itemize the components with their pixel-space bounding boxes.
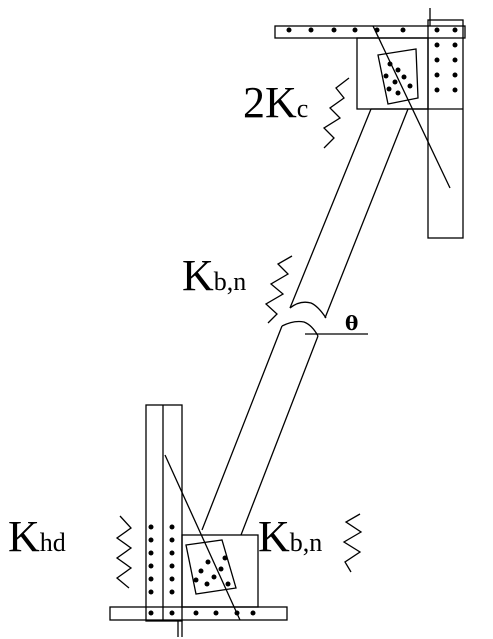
bottom-joint-rebar xyxy=(193,555,231,587)
inclined-strut xyxy=(201,108,409,536)
spring-top-label: 2Kc xyxy=(243,78,308,127)
spring-left-icon xyxy=(115,515,133,589)
bottom-joint-panel xyxy=(181,534,259,608)
bottom-strut-box xyxy=(185,539,237,595)
spring-left-label: Khd xyxy=(8,512,66,561)
spring-right-icon xyxy=(342,513,363,573)
top-strut-box xyxy=(377,48,419,105)
spring-top-icon xyxy=(322,77,350,149)
theta-label: θ xyxy=(345,311,358,335)
bottom-beam-rebar xyxy=(148,610,256,616)
top-joint-rebar xyxy=(383,61,413,96)
top-column-rebar xyxy=(434,27,458,93)
spring-right-label: Kb,n xyxy=(258,512,322,561)
bottom-column-rebar xyxy=(148,524,175,595)
bottom-column xyxy=(145,404,183,622)
spring-mid-icon xyxy=(264,255,293,324)
top-column xyxy=(427,19,464,239)
top-joint xyxy=(274,8,466,239)
spring-mid-label: Kb,n xyxy=(182,251,246,300)
bottom-joint xyxy=(109,404,288,637)
bottom-beam xyxy=(109,606,288,621)
top-beam-rebar xyxy=(286,27,406,33)
